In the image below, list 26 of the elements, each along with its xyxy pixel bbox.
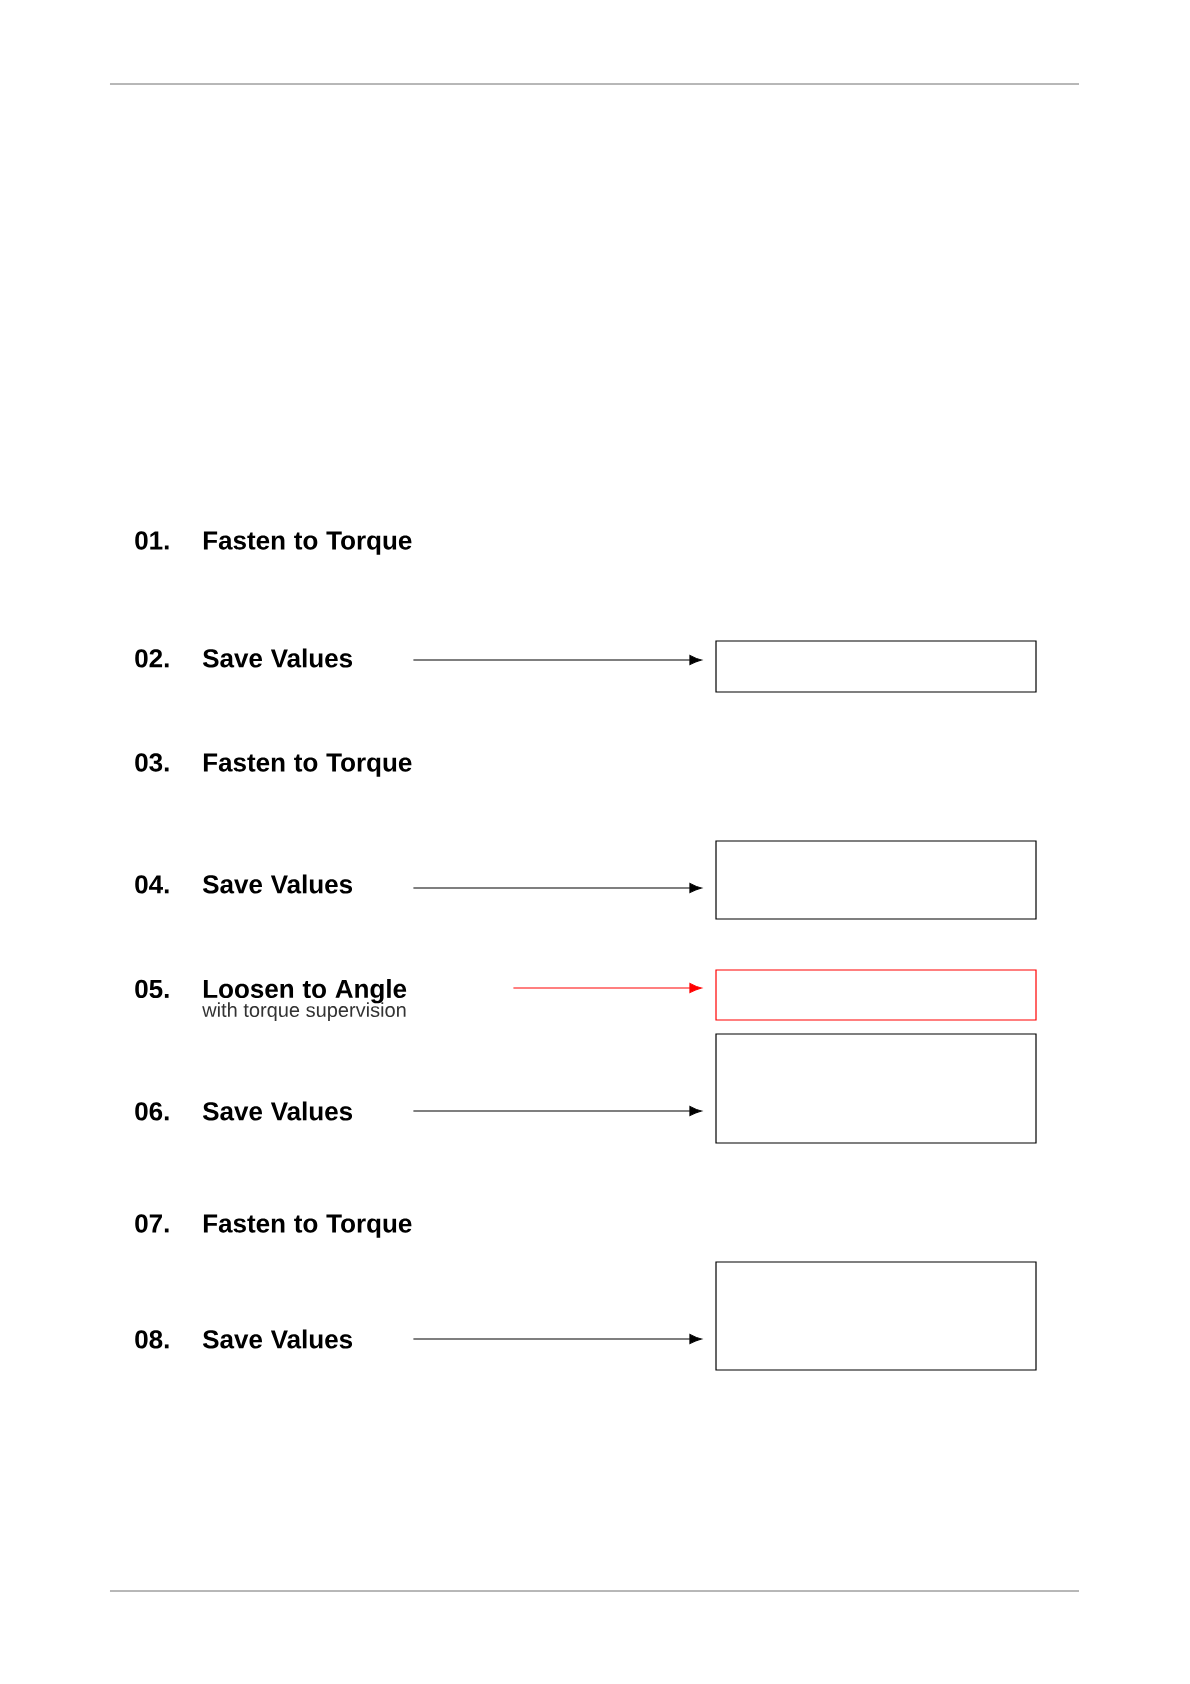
empty-box xyxy=(715,1261,1037,1371)
empty-box xyxy=(715,640,1037,693)
arrow xyxy=(412,882,702,894)
step-number: 01. xyxy=(135,531,169,550)
step-title: Save Values xyxy=(202,1329,353,1349)
step-number: 04. xyxy=(135,875,169,894)
arrow xyxy=(412,1333,702,1345)
step-number: 08. xyxy=(135,1330,169,1349)
step-note: with torque supervision xyxy=(202,1002,406,1021)
step-title: Fasten to Torque xyxy=(203,531,412,555)
step-title: Save Values xyxy=(202,1101,353,1121)
step-title: Save Values xyxy=(202,648,353,668)
step-number: 07. xyxy=(135,1214,169,1233)
empty-box xyxy=(715,969,1037,1021)
step-title: Fasten to Torque xyxy=(203,753,412,777)
step-title: Fasten to Torque xyxy=(203,1214,412,1238)
empty-box xyxy=(715,840,1037,920)
arrow xyxy=(412,1105,702,1117)
step-number: 05. xyxy=(135,979,169,999)
step-number: 03. xyxy=(135,753,169,772)
step-number: 06. xyxy=(135,1102,169,1121)
arrow xyxy=(512,982,702,994)
step-title: Save Values xyxy=(202,874,353,894)
empty-box xyxy=(715,1033,1037,1144)
step-number: 02. xyxy=(135,649,169,668)
arrow xyxy=(412,654,702,666)
